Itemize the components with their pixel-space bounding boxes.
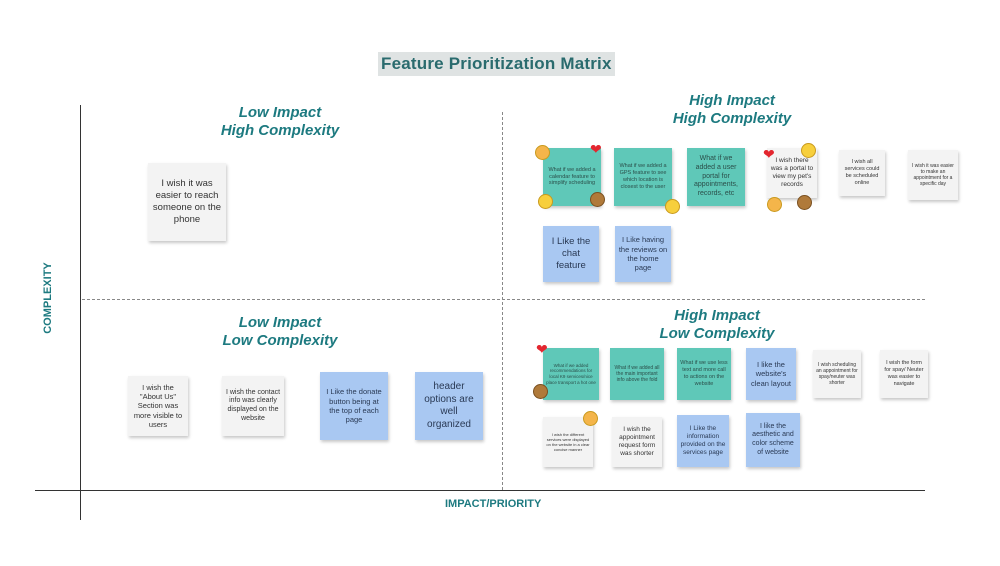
y-axis-line: [80, 105, 81, 520]
smile-emoji-icon: [665, 199, 680, 214]
sticky-note[interactable]: header options are well organized: [415, 372, 483, 440]
quadrant-title-line1: High Impact: [674, 307, 760, 324]
sticky-note[interactable]: I wish scheduling an appointment for spa…: [813, 350, 861, 398]
sticky-note[interactable]: I Like the chat feature: [543, 226, 599, 282]
sticky-note[interactable]: I Like the information provided on the s…: [677, 415, 729, 467]
sticky-note[interactable]: I wish the "About Us" Section was more v…: [128, 376, 188, 436]
sticky-note[interactable]: I Like having the reviews on the home pa…: [615, 226, 671, 282]
quadrant-title-line2: Low Complexity: [222, 332, 338, 349]
y-axis-label: COMPLEXITY: [42, 262, 54, 334]
sticky-note[interactable]: What if we added a user portal for appoi…: [687, 148, 745, 206]
quadrant-high-impact-high-complexity: High Impact High Complexity: [622, 92, 842, 128]
sticky-note[interactable]: I wish the different services were displ…: [543, 417, 593, 467]
sticky-note[interactable]: I wish the form for spay/ Neuter was eas…: [880, 350, 928, 398]
quadrant-low-impact-high-complexity: Low Impact High Complexity: [170, 104, 390, 140]
sticky-note[interactable]: What if we added a GPS feature to see wh…: [614, 148, 672, 206]
smile-emoji-icon: [538, 194, 553, 209]
quadrant-title-line1: High Impact: [689, 92, 775, 109]
sticky-note[interactable]: I like the website's clean layout: [746, 348, 796, 400]
monkey-emoji-icon: [533, 384, 548, 399]
quadrant-low-impact-low-complexity: Low Impact Low Complexity: [170, 314, 390, 350]
sticky-note[interactable]: What if we added all the main important …: [610, 348, 664, 400]
monkey-emoji-icon: [797, 195, 812, 210]
monkey-emoji-icon: [590, 192, 605, 207]
x-axis-line: [35, 490, 925, 491]
sticky-note[interactable]: I wish the appointment request form was …: [612, 417, 662, 467]
sticky-note[interactable]: What if we added a calendar feature to s…: [543, 148, 601, 206]
sticky-note[interactable]: I Like the donate button being at the to…: [320, 372, 388, 440]
sticky-note[interactable]: I wish it was easier to reach someone on…: [148, 163, 226, 241]
quadrant-title-line1: Low Impact: [238, 104, 322, 121]
sticky-note[interactable]: I wish all services could be scheduled o…: [839, 150, 885, 196]
quadrant-title-line2: High Complexity: [672, 110, 792, 127]
sticky-note[interactable]: I wish the contact info was clearly disp…: [222, 376, 284, 436]
x-axis-label: IMPACT/PRIORITY: [445, 498, 542, 510]
quadrant-title-line1: Low Impact: [238, 314, 322, 331]
heart-icon: ❤: [763, 146, 775, 162]
sticky-note[interactable]: What if we use less text and more call t…: [677, 348, 731, 400]
horizontal-divider: [82, 299, 925, 300]
quadrant-title-line2: Low Complexity: [659, 325, 775, 342]
smile-emoji-icon: [801, 143, 816, 158]
page-title: Feature Prioritization Matrix: [378, 52, 615, 76]
heart-icon: ❤: [536, 341, 548, 357]
sticky-note[interactable]: I wish it was easier to make an appointm…: [908, 150, 958, 200]
heart-icon: ❤: [590, 141, 602, 157]
cat-emoji-icon: [583, 411, 598, 426]
quadrant-title-line2: High Complexity: [220, 122, 340, 139]
cat-emoji-icon: [767, 197, 782, 212]
cat-emoji-icon: [535, 145, 550, 160]
vertical-divider: [502, 112, 503, 490]
quadrant-high-impact-low-complexity: High Impact Low Complexity: [607, 307, 827, 343]
sticky-note[interactable]: I like the aesthetic and color scheme of…: [746, 413, 800, 467]
sticky-note[interactable]: What if we added recommendations for loc…: [543, 348, 599, 400]
